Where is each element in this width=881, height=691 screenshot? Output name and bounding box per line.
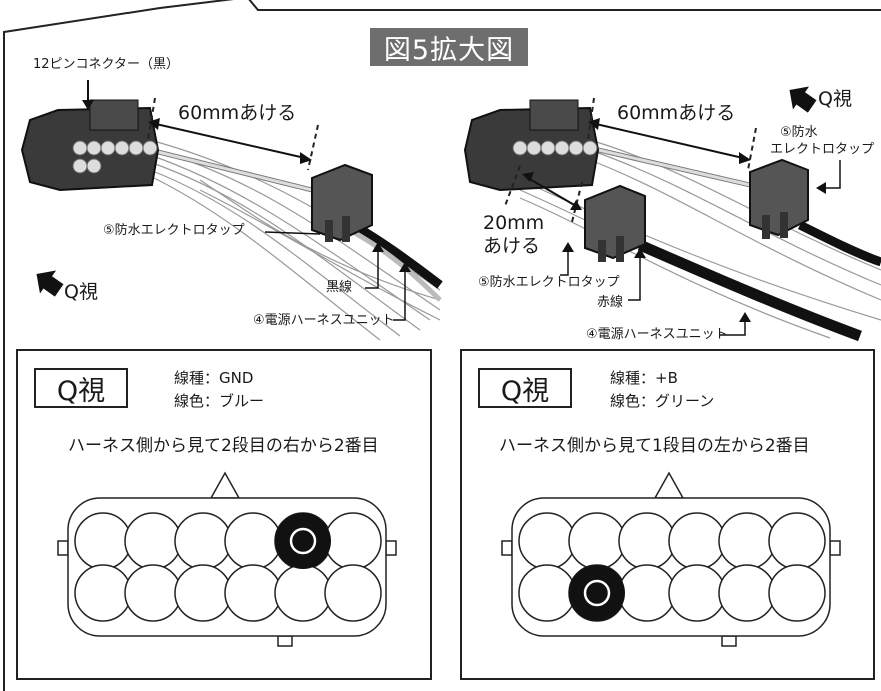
right-tap-label-top-1: ⑤防水 [780, 125, 818, 140]
right-photo [463, 86, 881, 342]
left-wire-spec: 線種：GND 線色：ブルー [174, 367, 264, 413]
left-highlighted-pin [275, 513, 331, 569]
right-wire-type: 線種：+B [610, 369, 678, 387]
right-tap-label-bottom: ⑤防水エレクトロタップ [478, 275, 620, 290]
left-wire-label: 黒線 [326, 280, 353, 295]
right-pin-description: ハーネス側から見て1段目の左から2番目 [499, 436, 810, 456]
right-panel-view-label: Q視 [478, 368, 572, 408]
left-gap-label: 60mmあける [178, 102, 297, 124]
connector-label: 12ピンコネクター（黒） [33, 57, 180, 72]
left-harness-label: ④電源ハーネスユニット [253, 313, 395, 328]
right-wire-label: 赤線 [597, 295, 624, 310]
left-photo [20, 80, 443, 341]
left-pin-panel: Q視 線種：GND 線色：ブルー ハーネス側から見て2段目の右から2番目 [16, 349, 432, 680]
left-wire-type: 線種：GND [174, 369, 254, 387]
right-gap2-label-2: あける [483, 235, 541, 257]
right-connector-face [501, 471, 841, 647]
right-wire-spec: 線種：+B 線色：グリーン [610, 367, 714, 413]
left-panel-view-label: Q視 [34, 368, 128, 408]
right-gap-label: 60mmあける [617, 102, 736, 124]
right-harness-label: ④電源ハーネスユニット [586, 327, 728, 342]
left-wire-color: 線色：ブルー [174, 392, 265, 410]
right-gap2-label-1: 20mm [483, 212, 545, 234]
left-connector-face [57, 471, 397, 647]
left-view-label: Q視 [64, 281, 98, 303]
right-highlighted-pin [569, 565, 625, 621]
left-pin-description: ハーネス側から見て2段目の右から2番目 [68, 436, 379, 456]
right-wire-color: 線色：グリーン [610, 392, 715, 410]
right-tap-label-top-2: エレクトロタップ [770, 142, 875, 157]
figure-title: 図5拡大図 [370, 28, 528, 66]
left-tap-label: ⑤防水エレクトロタップ [103, 223, 245, 238]
right-pin-panel: Q視 線種：+B 線色：グリーン ハーネス側から見て1段目の左から2番目 [460, 349, 875, 680]
right-view-label: Q視 [818, 88, 852, 110]
